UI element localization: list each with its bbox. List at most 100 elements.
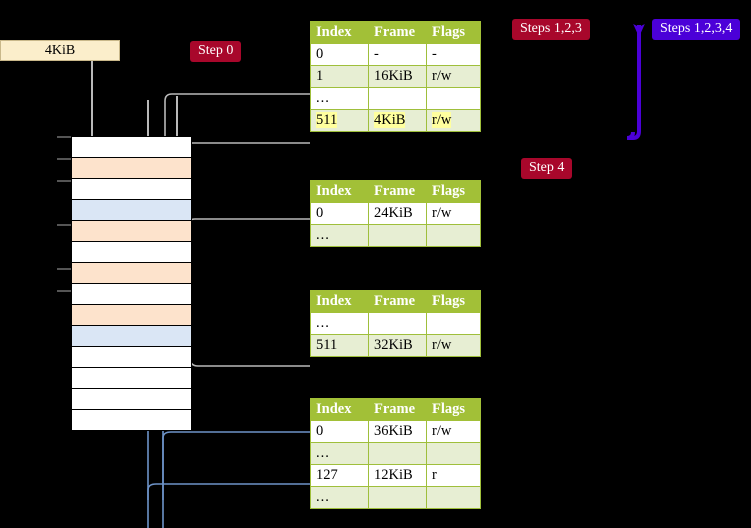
memory-frame-block: [72, 325, 191, 346]
column-header-flags: Flags: [426, 180, 481, 203]
table-row[interactable]: 0 24KiB r/w: [310, 202, 481, 225]
cell-flags: [426, 442, 481, 465]
badge-step-4: Step 4: [521, 158, 573, 179]
table-row[interactable]: 511 4KiB r/w: [310, 109, 481, 132]
column-header-index: Index: [310, 21, 369, 44]
cell-index-text: ...: [316, 488, 330, 505]
wire-table4-row0: [162, 431, 310, 528]
cell-flags: r/w: [426, 202, 481, 225]
cell-index: 511: [310, 109, 369, 132]
memory-tick: [57, 136, 71, 138]
cell-flags: -: [426, 43, 481, 66]
cell-index-text: ...: [316, 226, 330, 243]
cell-frame: 24KiB: [368, 202, 427, 225]
cell-index-text: 1: [316, 67, 324, 84]
cell-flags-text: r/w: [432, 111, 452, 128]
badge-step-0-label: Step 0: [198, 43, 234, 58]
memory-tick: [57, 290, 71, 292]
cell-frame-text: -: [374, 45, 379, 62]
cell-frame-text: 32KiB: [374, 336, 413, 353]
memory-tick: [57, 224, 71, 226]
cell-index: 1: [310, 65, 369, 88]
cell-flags: r/w: [426, 420, 481, 443]
memory-frame-block: [72, 283, 191, 304]
badge-steps-1234: Steps 1,2,3,4: [652, 19, 741, 40]
cell-index: ...: [310, 312, 369, 335]
column-header-index: Index: [310, 180, 369, 203]
cell-index: ...: [310, 224, 369, 247]
table-row[interactable]: ...: [310, 87, 481, 110]
cell-flags-text: r/w: [432, 204, 452, 221]
cell-flags: [426, 312, 481, 335]
cell-index: 0: [310, 202, 369, 225]
cell-index: 0: [310, 43, 369, 66]
wire-purple-loop: [627, 24, 645, 140]
cell-index: 511: [310, 334, 369, 357]
cell-flags-text: r/w: [432, 336, 452, 353]
cell-index-text: 511: [316, 111, 338, 128]
table-row[interactable]: ...: [310, 486, 481, 509]
cell-flags-text: r: [432, 466, 437, 483]
table-row[interactable]: ...: [310, 312, 481, 335]
table-row[interactable]: 0 36KiB r/w: [310, 420, 481, 443]
table-row[interactable]: ...: [310, 442, 481, 465]
memory-tick: [57, 180, 71, 182]
table-row[interactable]: ...: [310, 224, 481, 247]
cell-frame: [368, 87, 427, 110]
cell-index: ...: [310, 442, 369, 465]
cell-index: 127: [310, 464, 369, 487]
virtual-page-label: 4KiB: [44, 42, 76, 58]
cell-frame-text: 12KiB: [374, 466, 413, 483]
wire-table4-row127: [147, 483, 310, 528]
cell-frame: 32KiB: [368, 334, 427, 357]
cell-frame: 36KiB: [368, 420, 427, 443]
cell-flags: [426, 486, 481, 509]
cell-index-text: 0: [316, 204, 324, 221]
memory-frame-block: [72, 367, 191, 388]
memory-frame-block: [72, 304, 191, 325]
cell-flags: r/w: [426, 334, 481, 357]
table-row[interactable]: 127 12KiB r: [310, 464, 481, 487]
table-row[interactable]: 0--: [310, 43, 481, 66]
cell-frame-text: 4KiB: [374, 111, 406, 128]
cell-frame: 4KiB: [368, 109, 427, 132]
badge-steps-123-label: Steps 1,2,3: [520, 21, 582, 36]
wire-table2-row0-a: [187, 218, 310, 240]
memory-frame-block: [72, 241, 191, 262]
cell-flags-text: r/w: [432, 422, 452, 439]
cell-flags: r/w: [426, 65, 481, 88]
column-header-flags: Flags: [426, 398, 481, 421]
cell-flags: [426, 224, 481, 247]
cell-index: ...: [310, 87, 369, 110]
physical-memory-column: [71, 136, 192, 431]
column-header-frame: Frame: [368, 180, 427, 203]
cell-index-text: 127: [316, 466, 338, 483]
badge-step-0: Step 0: [190, 41, 242, 62]
column-header-index: Index: [310, 398, 369, 421]
memory-frame-block: [72, 157, 191, 178]
table-row[interactable]: 511 32KiB r/w: [310, 334, 481, 357]
cell-index: ...: [310, 486, 369, 509]
column-header-frame: Frame: [368, 290, 427, 313]
cell-flags-text: -: [432, 45, 437, 62]
badge-step-4-label: Step 4: [529, 160, 565, 175]
cell-flags-text: r/w: [432, 67, 452, 84]
cell-frame: [368, 442, 427, 465]
cell-frame: [368, 486, 427, 509]
memory-frame-block: [72, 346, 191, 367]
cell-index-text: 0: [316, 422, 324, 439]
column-header-frame: Frame: [368, 21, 427, 44]
column-header-frame: Frame: [368, 398, 427, 421]
memory-frame-block: [72, 136, 191, 157]
cell-frame: [368, 312, 427, 335]
memory-frame-block: [72, 262, 191, 283]
wire-purple-tail: [626, 131, 635, 140]
cell-index: 0: [310, 420, 369, 443]
column-header-flags: Flags: [426, 290, 481, 313]
